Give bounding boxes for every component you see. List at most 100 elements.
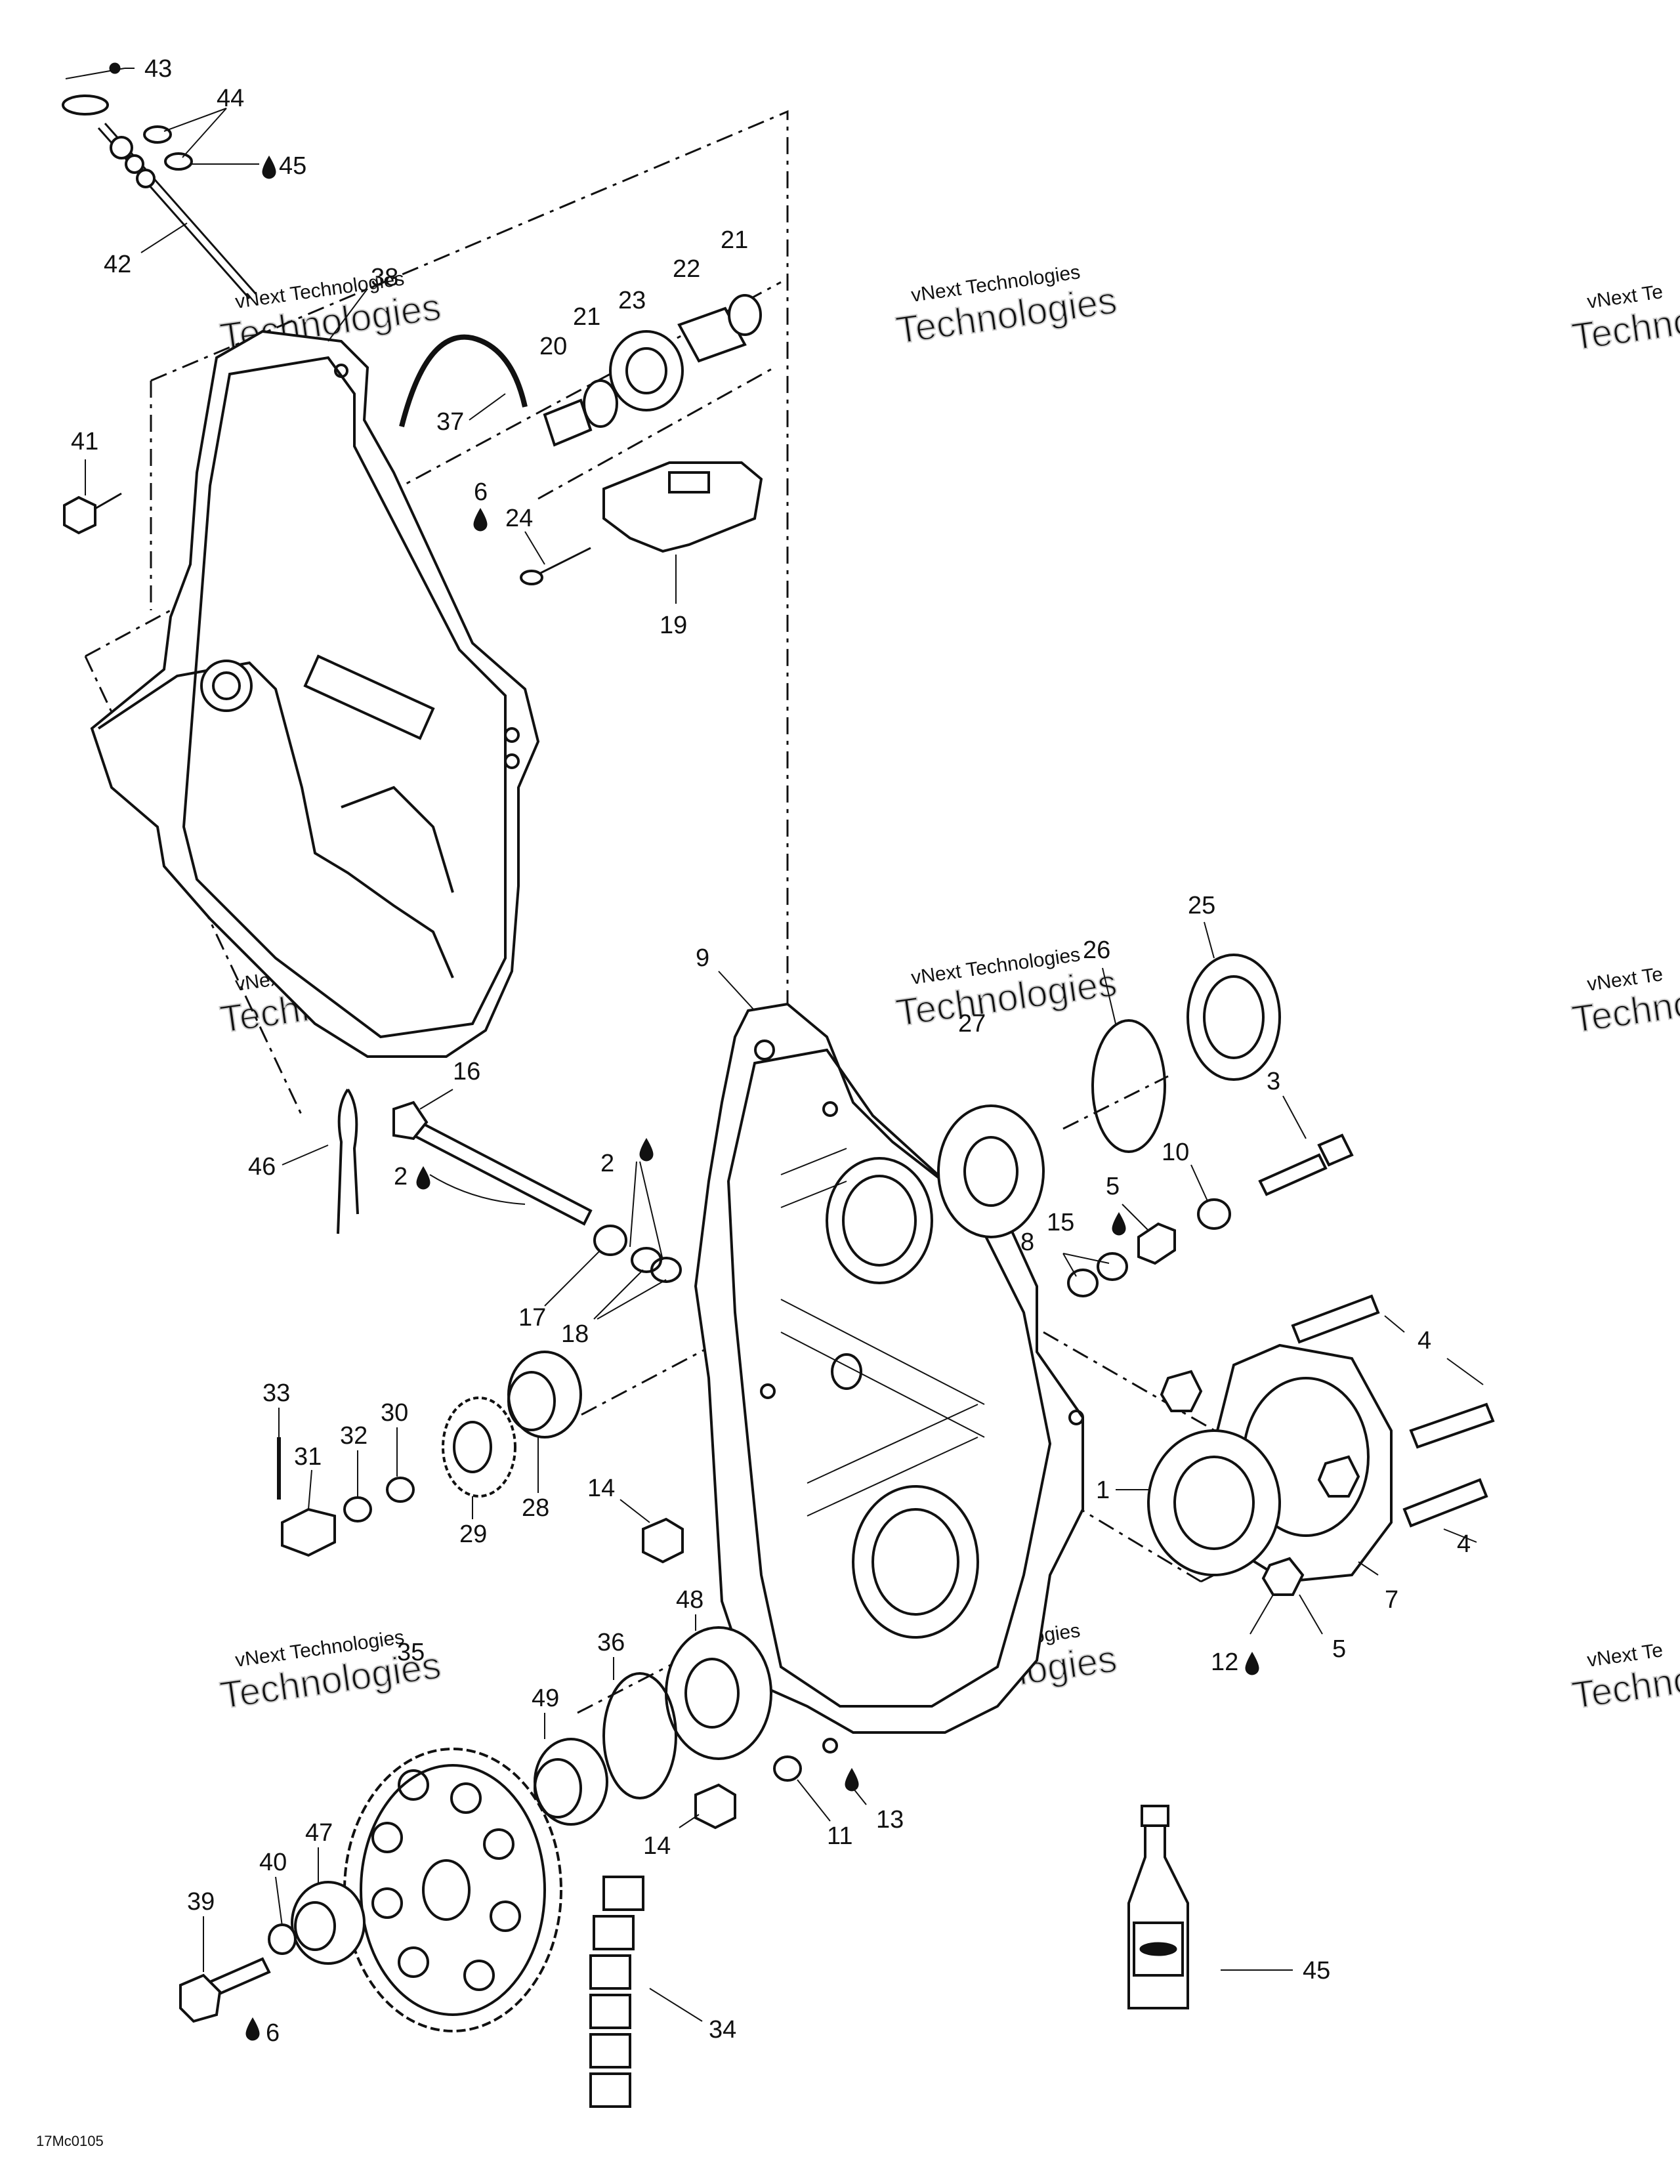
chain-link (602, 1876, 644, 1911)
callout-12: 12 (1211, 1648, 1238, 1676)
housing-upper-bore-inner (842, 1175, 917, 1267)
needle-bearing-22 (677, 306, 747, 363)
output-flange-set (1067, 1133, 1495, 1596)
callout-34: 34 (709, 2016, 736, 2044)
callout-13: 13 (876, 1806, 904, 1834)
leader-26 (1102, 967, 1116, 1024)
leader-18 (597, 1279, 667, 1320)
callout-2: 2 (394, 1163, 408, 1190)
chaincase-cover-hole (504, 753, 520, 769)
washer-8b (1067, 1269, 1099, 1297)
bolt-41-shank (94, 492, 122, 510)
callout-16: 16 (453, 1058, 480, 1085)
callout-8: 8 (1020, 1228, 1034, 1256)
tensioner-19 (602, 461, 763, 553)
chaincase-housing-outline (694, 1002, 1084, 1734)
nut-flange (1160, 1370, 1203, 1412)
leader-2a (639, 1161, 663, 1261)
callout-44: 44 (217, 85, 244, 112)
watermark: vNext Technologies Technologies (217, 1626, 444, 1717)
sprocket-29-hub (453, 1421, 492, 1473)
seal-25 (1186, 954, 1281, 1081)
nut-flange-right (1317, 1455, 1360, 1498)
dipstick-ring (125, 154, 144, 174)
assembly-line-flange (1069, 1502, 1202, 1583)
sprocket-35-hole (371, 1887, 403, 1919)
leader-16 (419, 1089, 453, 1110)
callout-27: 27 (958, 1010, 986, 1038)
bolt-16-head (392, 1101, 429, 1141)
assembly-line-output (1043, 1331, 1353, 1511)
chaincase-cover-boss (200, 660, 253, 712)
callout-5: 5 (1106, 1173, 1120, 1200)
callout-6: 6 (474, 478, 488, 506)
housing-rib (780, 1332, 985, 1438)
housing-rib (780, 1148, 847, 1175)
callout-49: 49 (532, 1685, 559, 1712)
leader-4a (1446, 1358, 1484, 1385)
chaincase-housing-inner-rim (726, 1048, 1052, 1708)
oil-drop-symbols (245, 156, 1259, 2041)
callout-9: 9 (696, 944, 709, 972)
sprocket-35-hole (371, 1822, 403, 1853)
sprocket-29 (442, 1396, 516, 1498)
bearing-27-inner (963, 1136, 1018, 1207)
leader-3 (1282, 1095, 1307, 1139)
callout-29: 29 (459, 1521, 487, 1548)
callout-38: 38 (371, 264, 398, 291)
leader-8 (1062, 1253, 1110, 1264)
leader-5b (1299, 1594, 1323, 1635)
watermark: vNext Te Techno (1568, 281, 1680, 359)
housing-hole (822, 1101, 838, 1117)
bearing-23-inner (625, 347, 667, 394)
chaincase-cover-label-plate (303, 654, 435, 740)
washer-8a (1097, 1252, 1128, 1281)
callout-2: 2 (600, 1150, 614, 1177)
callout-labels: 43 44 45 42 38 41 37 20 21 23 22 21 6 24… (71, 55, 1471, 2047)
cotter-pin-outline (337, 1088, 359, 1234)
washer-18b (650, 1257, 682, 1283)
leader-8 (1062, 1253, 1077, 1277)
leader-31 (308, 1469, 312, 1510)
watermark: vNext Technologies Technologies (892, 261, 1120, 352)
callout-32: 32 (340, 1422, 368, 1450)
chaincase-cover-inner-rim (182, 356, 507, 1039)
spacer-47-inner (294, 1901, 336, 1951)
leader-24 (524, 531, 545, 565)
callout-48: 48 (676, 1586, 704, 1614)
callout-19: 19 (660, 612, 687, 639)
leader-4a (1384, 1315, 1405, 1333)
oil-drop-icon (1245, 1652, 1259, 1675)
oil-drop-icon (473, 508, 488, 532)
callout-47: 47 (305, 1819, 333, 1847)
callout-30: 30 (381, 1399, 408, 1427)
housing-hole (1068, 1410, 1084, 1425)
sprocket-35-hole (450, 1782, 482, 1814)
bolt-3-head (1317, 1133, 1354, 1167)
chaincase-housing (694, 1002, 1084, 1754)
housing-hole (754, 1040, 775, 1060)
callout-42: 42 (104, 251, 131, 278)
leader-43 (65, 68, 125, 79)
callout-7: 7 (1385, 1586, 1398, 1614)
callout-36: 36 (597, 1629, 625, 1656)
bearing-27 (937, 1104, 1045, 1238)
leader-9 (718, 971, 755, 1011)
callout-20: 20 (539, 333, 567, 360)
chaincase-cover-rib (341, 786, 454, 893)
chaincase-cover-boss-inner (212, 671, 241, 700)
leader-44 (182, 108, 227, 158)
sprocket-35-hole (398, 1946, 429, 1978)
housing-hole (822, 1738, 838, 1754)
chain-link (589, 1994, 631, 2029)
oil-drop-icon (845, 1768, 859, 1792)
callout-33: 33 (262, 1379, 290, 1407)
chaincase-cover-outline (90, 329, 540, 1058)
wire-37 (399, 334, 528, 427)
leader-14a (620, 1499, 650, 1523)
assembly-line-tensioner (537, 366, 775, 500)
spacer-47 (291, 1881, 366, 1965)
diagram-code: 17Mc0105 (36, 2133, 104, 2149)
washer-32 (343, 1496, 372, 1522)
